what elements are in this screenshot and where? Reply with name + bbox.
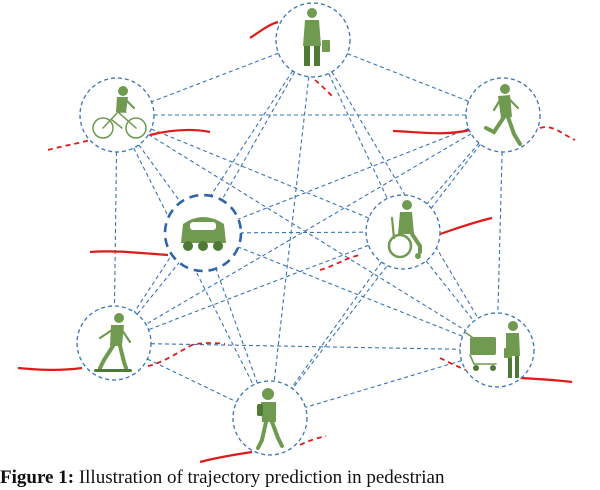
edge-standing-person-skateboarder	[133, 70, 294, 313]
node-robot	[163, 193, 243, 273]
node-shopping-cart-person	[459, 312, 535, 388]
graph-edges	[113, 52, 503, 408]
trajectory-future-wheelchair	[319, 254, 361, 271]
trajectory-past-cyclist	[149, 128, 211, 137]
edge-robot-shopping-cart-person	[237, 246, 463, 337]
child-walking-icon	[256, 388, 284, 450]
edge-standing-person-wheelchair-user	[328, 73, 388, 199]
edge-wheelchair-user-skateboarder	[148, 244, 369, 331]
edge-robot-skateboarder	[136, 261, 181, 315]
trajectory-past-shopping-cart-person	[519, 376, 573, 384]
wheelchair-user-icon	[387, 200, 422, 259]
edge-walking-person-robot	[237, 127, 469, 221]
edge-standing-person-cyclist	[151, 52, 279, 103]
edge-walking-person-wheelchair-user	[426, 142, 480, 205]
node-cyclist	[79, 77, 155, 153]
caption-text: Illustration of trajectory prediction in…	[78, 467, 445, 488]
edge-robot-wheelchair-user	[239, 231, 367, 234]
shopping-cart-person-icon	[465, 321, 520, 378]
edge-standing-person-child-walking	[273, 76, 310, 382]
edge-wheelchair-user-shopping-cart-person	[425, 260, 475, 322]
cyclist-icon	[92, 86, 147, 139]
edge-cyclist-child-walking	[133, 147, 254, 386]
node-skateboarder	[76, 305, 152, 381]
walking-person-icon	[484, 84, 522, 146]
edge-standing-person-robot	[220, 71, 296, 202]
trajectory-past-wheelchair	[439, 216, 493, 236]
trajectory-past-standing-person	[249, 20, 279, 39]
figure-caption: Figure 1: Illustration of trajectory pre…	[0, 466, 600, 490]
edge-cyclist-skateboarder	[113, 151, 118, 307]
trajectory-future-walking-person	[539, 126, 576, 141]
robot-vehicle-icon	[181, 217, 226, 251]
node-standing-person	[275, 2, 351, 78]
edge-cyclist-shopping-cart-person	[148, 134, 466, 331]
edge-walking-person-shopping-cart-person	[497, 151, 503, 314]
edge-cyclist-robot	[138, 144, 182, 204]
edge-skateboarder-shopping-cart-person	[150, 343, 461, 350]
node-child-walking	[232, 380, 308, 456]
edge-robot-child-walking	[215, 267, 258, 384]
edge-shopping-cart-person-child-walking	[305, 360, 462, 408]
trajectories	[17, 20, 576, 464]
standing-person-icon	[303, 8, 330, 66]
edge-wheelchair-user-child-walking	[291, 261, 382, 389]
trajectory-future-cyclist	[47, 139, 91, 151]
trajectory-past-robot	[89, 250, 169, 257]
trajectory-past-walking-person	[392, 128, 471, 135]
skateboarder-icon	[94, 313, 132, 372]
node-wheelchair-user	[365, 194, 441, 270]
edge-standing-person-walking-person	[347, 53, 469, 102]
trajectory-future-skateboarder	[147, 342, 226, 367]
trajectory-future-shopping-cart-person	[439, 357, 467, 371]
trajectory-past-skateboarder	[17, 366, 83, 371]
node-walking-person	[465, 77, 541, 153]
caption-label: Figure 1:	[0, 467, 75, 488]
trajectory-future-standing-person	[314, 79, 333, 97]
trajectory-past-child-walking	[199, 450, 253, 464]
edge-skateboarder-child-walking	[147, 358, 237, 403]
trajectory-future-child-walking	[299, 435, 327, 446]
edge-walking-person-child-walking	[292, 143, 481, 390]
